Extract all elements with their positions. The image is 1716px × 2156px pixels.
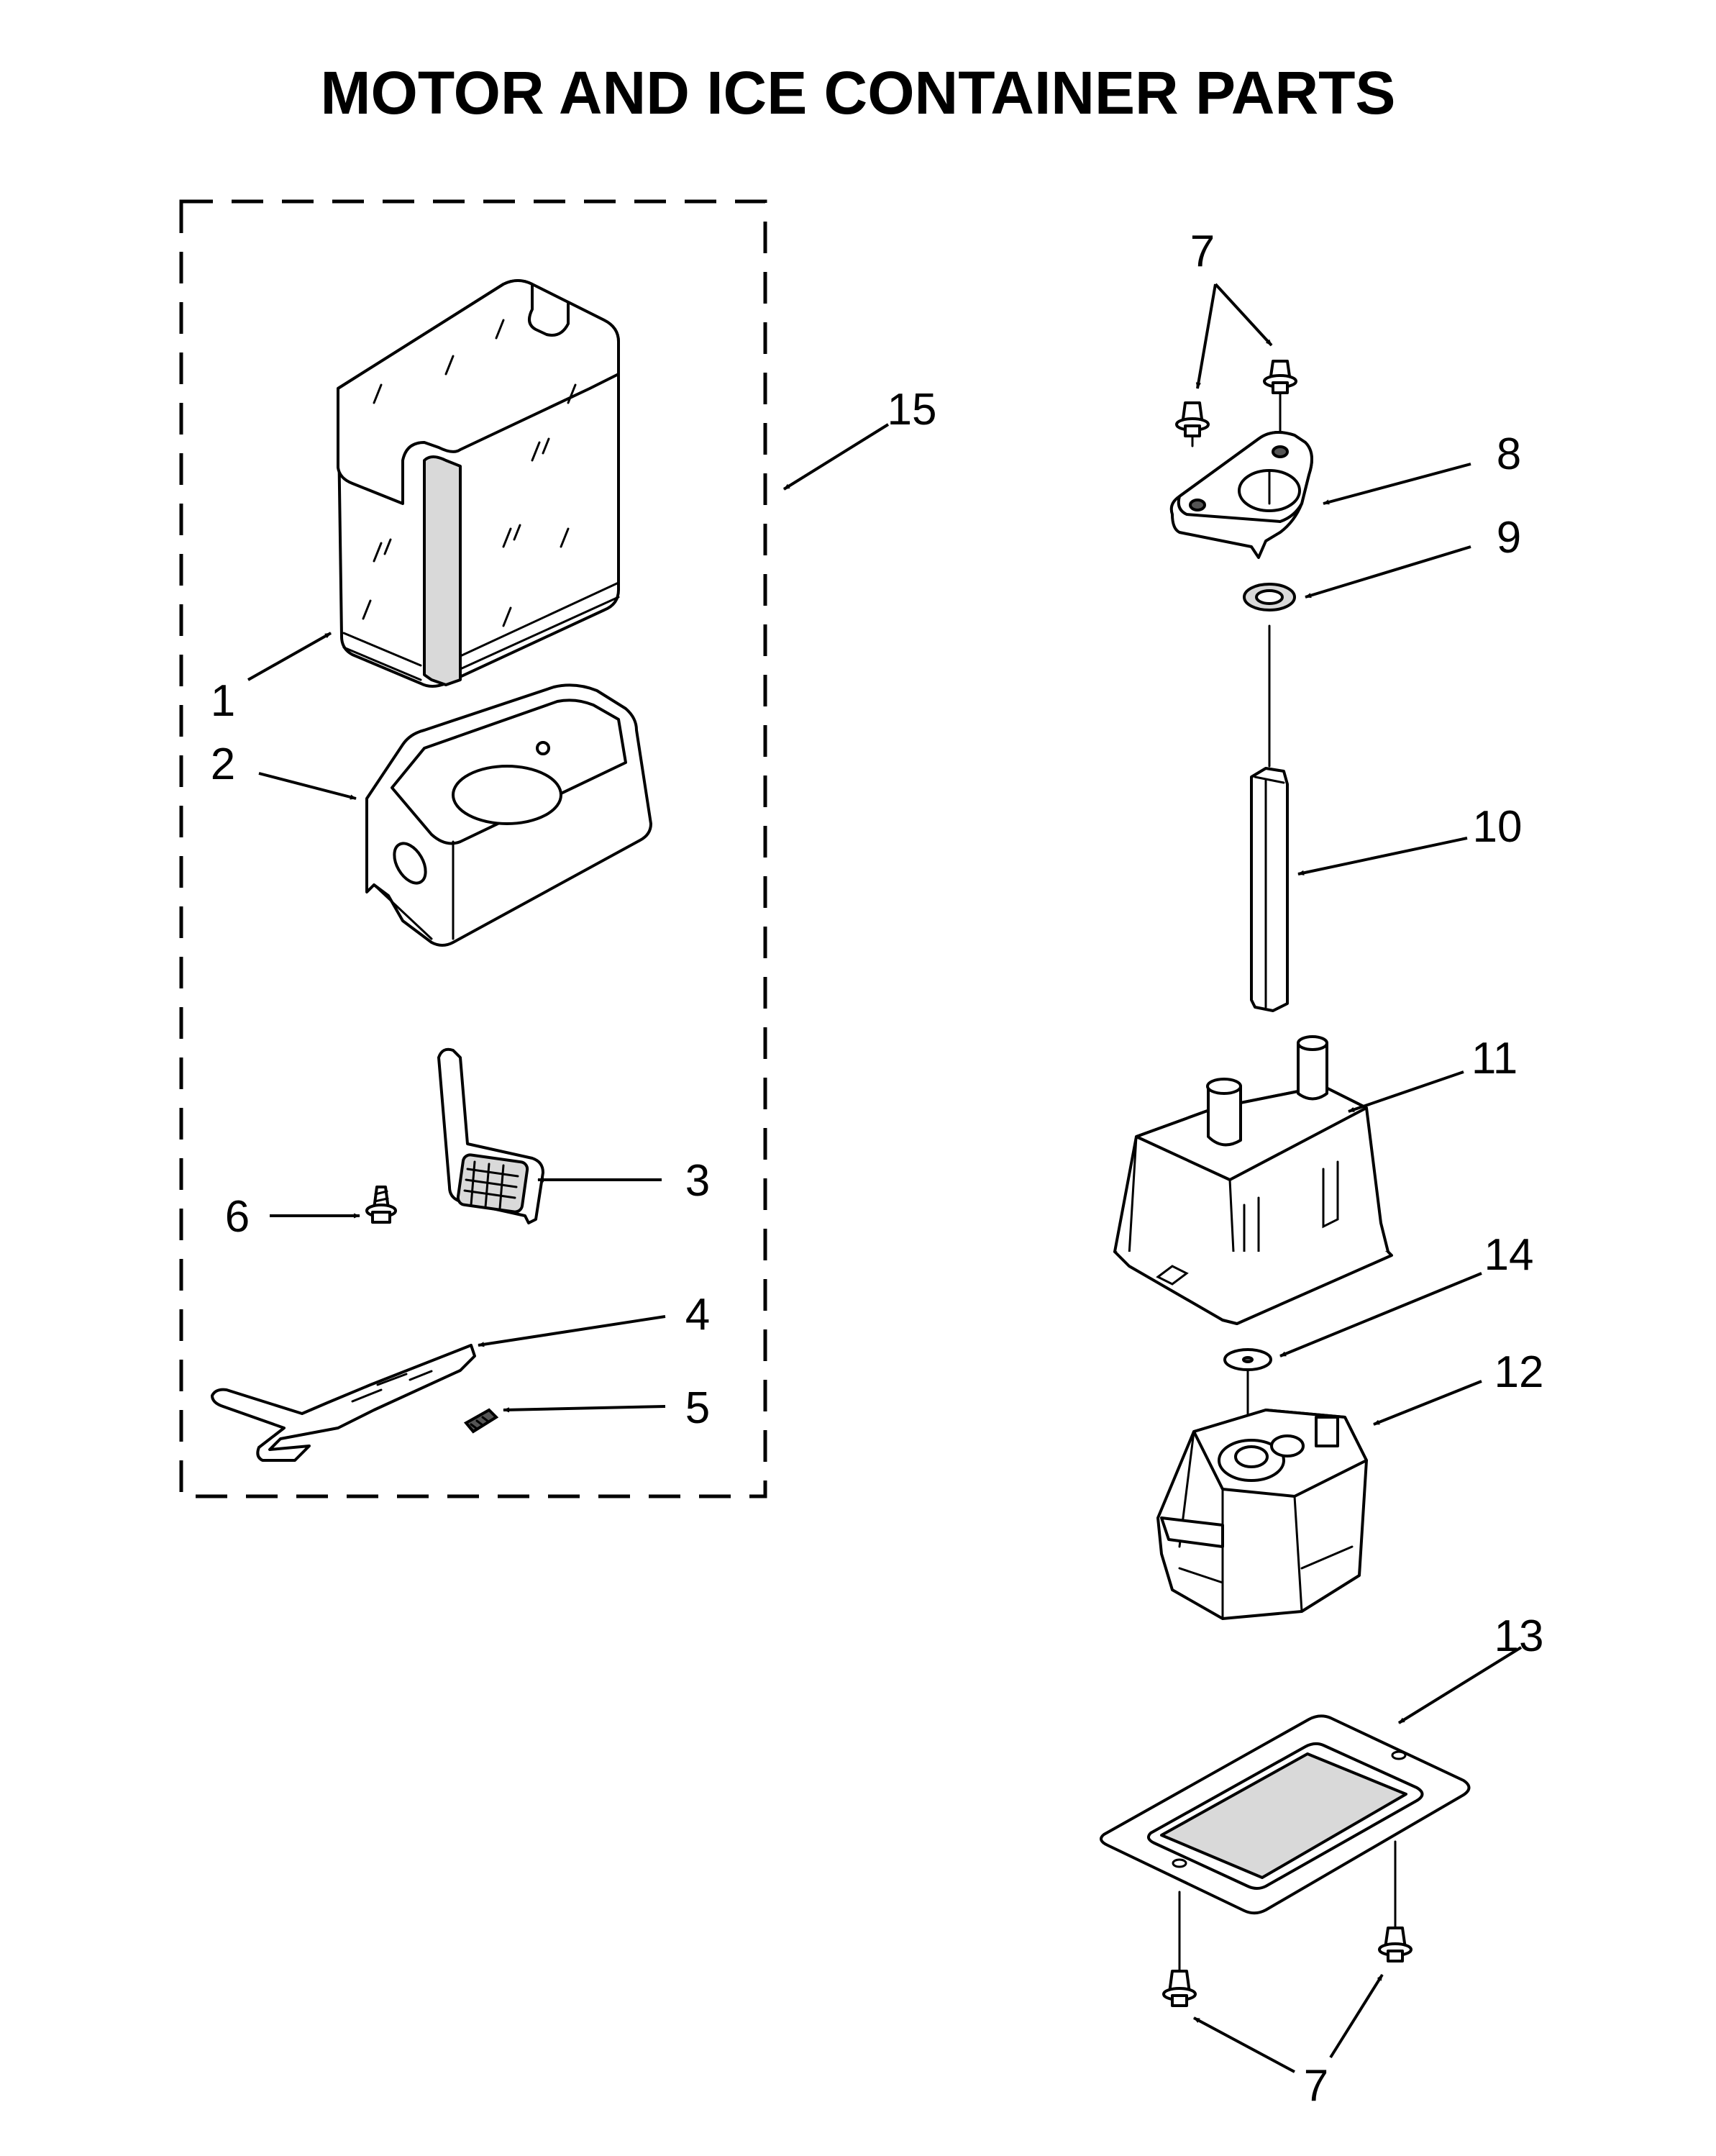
leader-lines — [247, 283, 1523, 2073]
bracket-part — [437, 1047, 544, 1224]
leader-1 — [247, 632, 332, 681]
leader-8 — [1323, 463, 1471, 505]
leader-7-top-b — [1214, 283, 1273, 347]
small-washer-part — [1223, 1348, 1272, 1440]
leader-4 — [478, 1315, 666, 1347]
callout-6: 6 — [225, 1192, 250, 1242]
leader-15 — [782, 423, 890, 491]
gear-motor-part — [1156, 1409, 1368, 1620]
page-title: MOTOR AND ICE CONTAINER PARTS — [321, 59, 1396, 127]
leader-7-bottom-b — [1329, 1973, 1384, 2059]
leader-12 — [1373, 1380, 1482, 1426]
gasket-plate-part — [1100, 1714, 1471, 1915]
leader-10 — [1297, 837, 1468, 875]
leader-2 — [258, 772, 357, 800]
callout-11: 11 — [1471, 1034, 1518, 1083]
callout-4: 4 — [685, 1290, 710, 1339]
leader-7-bottom-a — [1193, 2016, 1295, 2073]
callout-15: 15 — [887, 385, 937, 435]
callout-7-top: 7 — [1190, 227, 1215, 276]
leader-13 — [1397, 1646, 1523, 1724]
callout-1: 1 — [211, 676, 235, 726]
motor-cover-part — [1113, 1035, 1393, 1325]
callout-3: 3 — [685, 1156, 710, 1206]
ice-tray-part — [365, 683, 652, 947]
callout-8: 8 — [1497, 429, 1521, 479]
lever-part — [211, 1344, 476, 1462]
shaft-part — [1250, 767, 1289, 1012]
callout-2: 2 — [211, 740, 235, 789]
screw-part-6 — [365, 1186, 397, 1224]
leader-7-top-a — [1195, 283, 1217, 389]
washer-part — [1243, 583, 1296, 768]
callout-7-bottom: 7 — [1304, 2061, 1328, 2111]
callout-12: 12 — [1494, 1347, 1544, 1397]
spring-part — [463, 1408, 499, 1434]
callout-14: 14 — [1484, 1230, 1534, 1280]
assembly-boundary — [179, 199, 767, 1498]
callout-5: 5 — [685, 1383, 710, 1433]
callout-labels: 1 2 3 4 5 6 7 8 9 10 11 14 12 13 15 7 — [211, 227, 1544, 2111]
screw-part-7-bottom — [1162, 1840, 1412, 2007]
ice-container-part — [337, 279, 620, 688]
leader-14 — [1279, 1272, 1482, 1357]
mounting-plate-part — [1169, 431, 1313, 559]
callout-9: 9 — [1497, 513, 1521, 563]
leader-9 — [1305, 545, 1471, 599]
leader-5 — [503, 1405, 666, 1413]
leader-11 — [1348, 1070, 1464, 1113]
callout-13: 13 — [1494, 1611, 1544, 1661]
callout-10: 10 — [1473, 802, 1523, 852]
